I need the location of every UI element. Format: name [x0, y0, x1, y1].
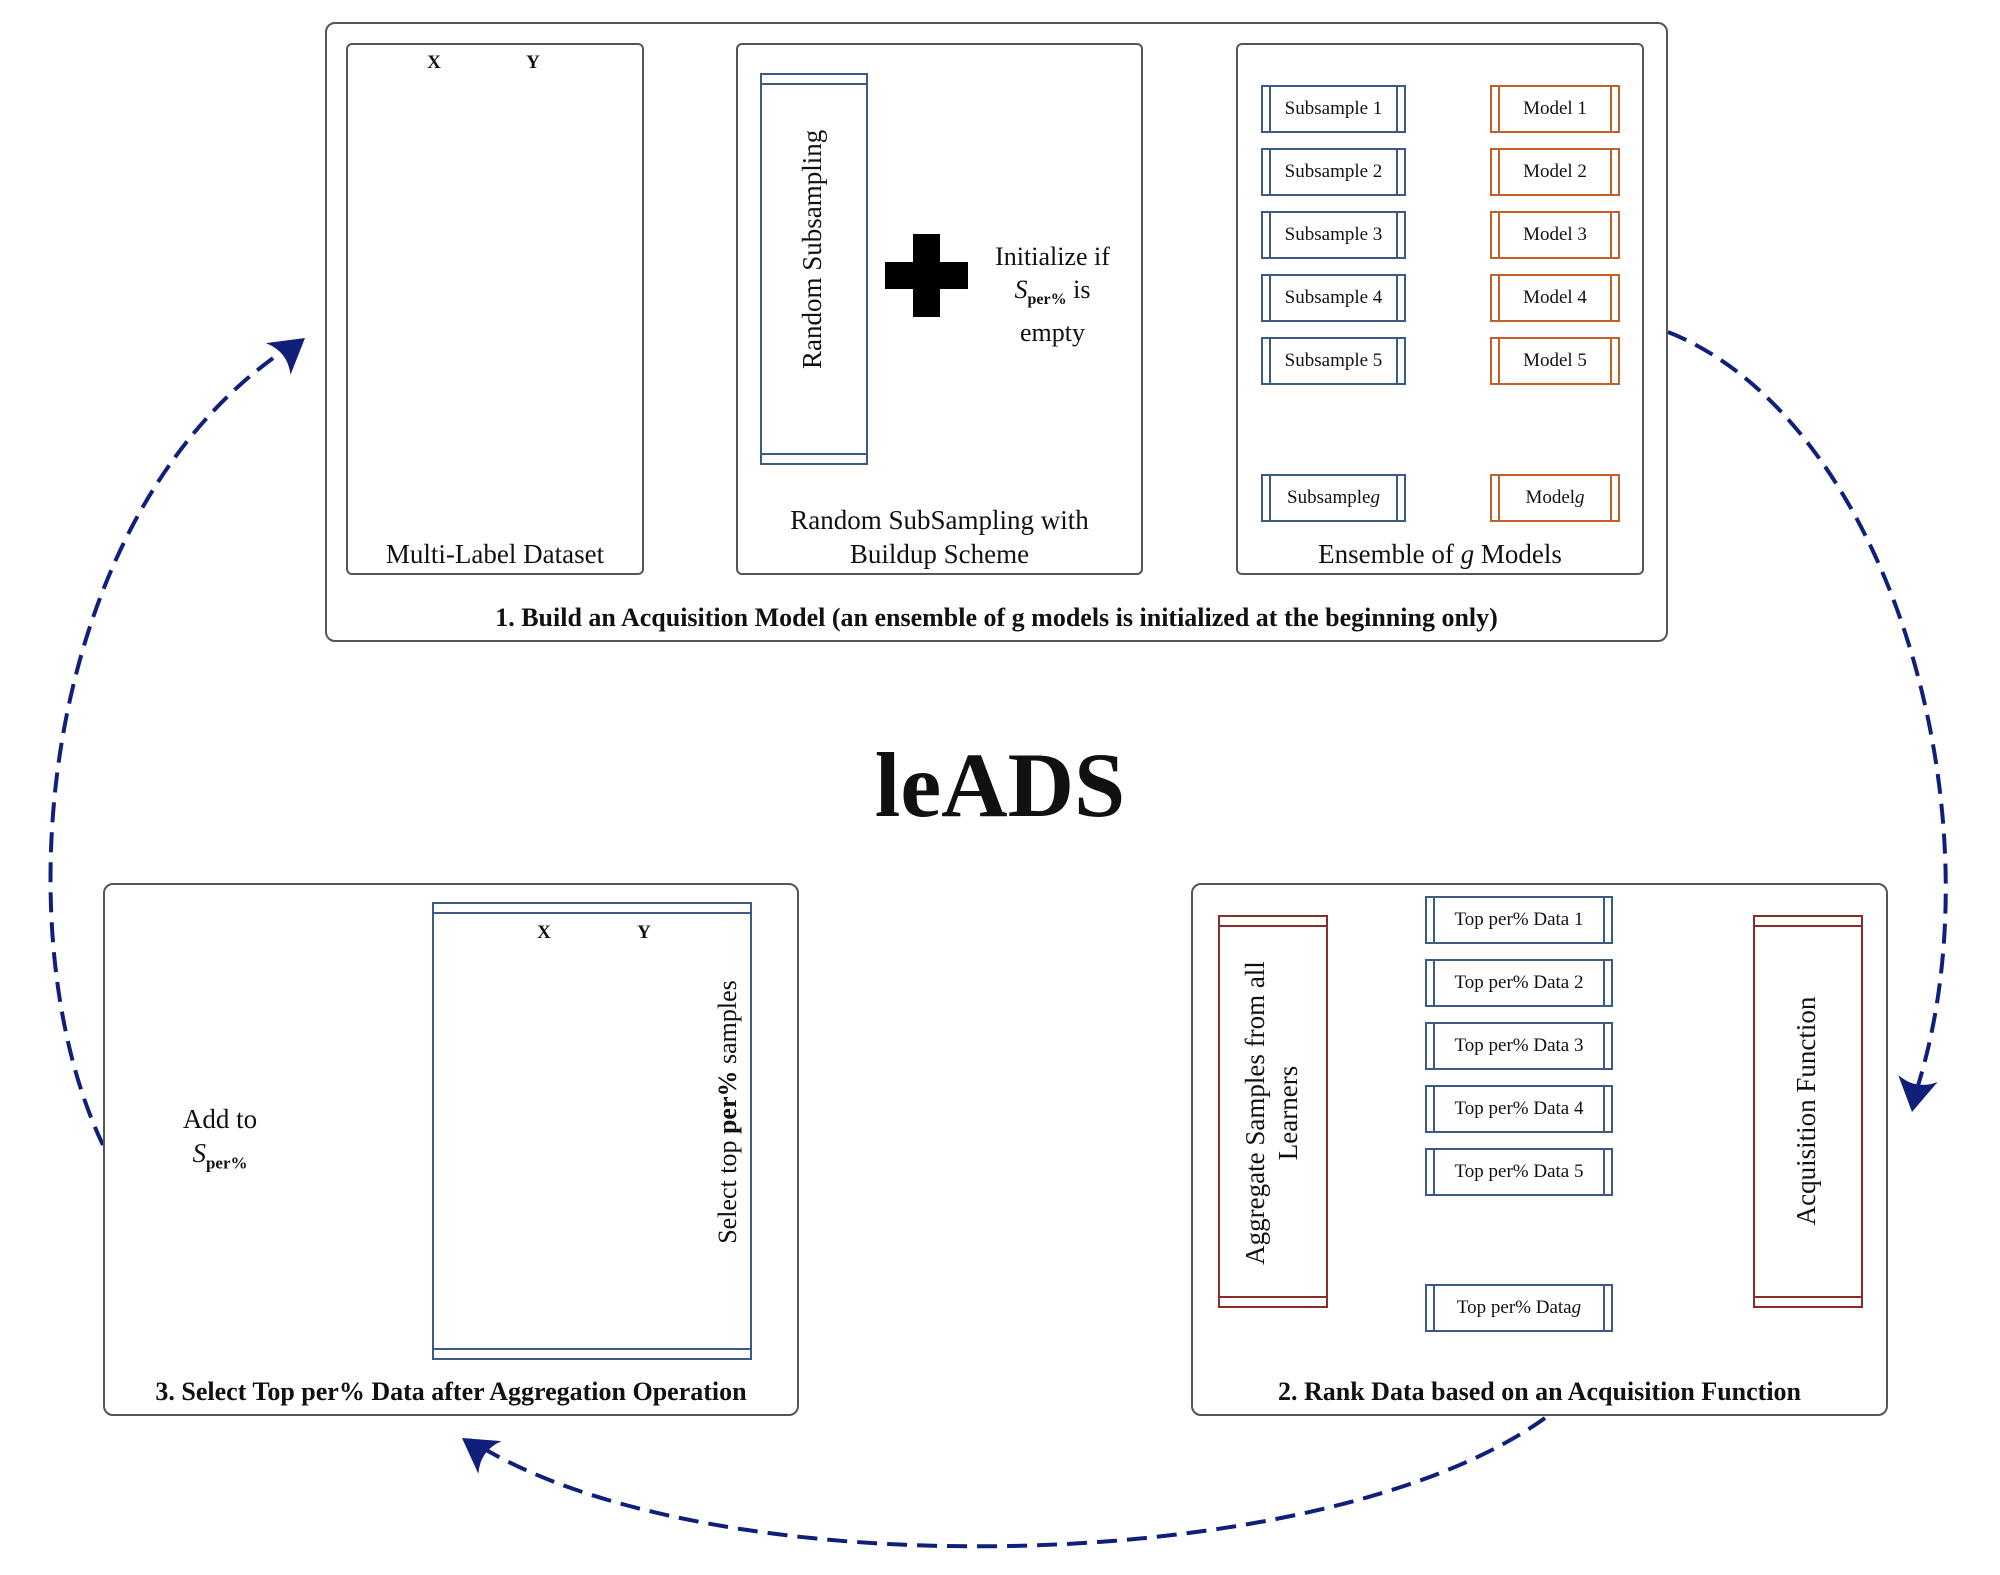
aggregate-bar [1218, 915, 1328, 1308]
multi-label-dataset-caption: Multi-Label Dataset [385, 539, 605, 569]
cycle-arrowhead-p2 [1898, 1075, 1938, 1112]
subsample-box-4-label: Subsample 4 [1284, 287, 1383, 308]
subsample-box-5: Subsample 5 [1261, 337, 1406, 385]
cycle-arrow-p3-to-p1 [48, 338, 302, 1146]
cycle-arrow-p2-to-p3 [468, 1416, 1547, 1549]
model-box-4-label: Model 4 [1523, 287, 1587, 308]
random-subsampling-label: Random Subsampling [797, 129, 827, 369]
subsampling-caption: Random SubSampling with Buildup Scheme [790, 505, 1089, 569]
plus-icon-vertical [913, 234, 940, 317]
ensemble-caption: Ensemble of g Models [1318, 539, 1562, 569]
top-data-box-4-label: Top per% Data 4 [1454, 1098, 1584, 1119]
panel3-caption: 3. Select Top per% Data after Aggregatio… [155, 1377, 747, 1406]
top-data-box-g-label: Top per% Data g [1456, 1297, 1582, 1318]
model-box-3: Model 3 [1490, 211, 1620, 259]
model-box-4: Model 4 [1490, 274, 1620, 322]
model-box-2: Model 2 [1490, 148, 1620, 196]
subsample-box-3: Subsample 3 [1261, 211, 1406, 259]
top-data-box-2-label: Top per% Data 2 [1454, 972, 1584, 993]
cycle-arrowhead-p3 [462, 1438, 502, 1474]
top-data-box-5: Top per% Data 5 [1425, 1148, 1613, 1196]
multi-label-dataset-box [346, 43, 644, 575]
acquisition-bar [1753, 915, 1863, 1308]
leads-title: leADS [874, 734, 1126, 836]
top-data-box-5-label: Top per% Data 5 [1454, 1161, 1584, 1182]
top-data-box-3: Top per% Data 3 [1425, 1022, 1613, 1070]
subsample-box-5-label: Subsample 5 [1284, 350, 1383, 371]
model-box-3-label: Model 3 [1523, 224, 1587, 245]
subsample-box-1: Subsample 1 [1261, 85, 1406, 133]
top-data-box-1-label: Top per% Data 1 [1454, 909, 1584, 930]
column-x-label: X [427, 52, 441, 73]
cycle-arrows [48, 330, 1948, 1549]
aggregate-label: Aggregate Samples from all Learners [1240, 961, 1303, 1265]
top-data-box-2: Top per% Data 2 [1425, 959, 1613, 1007]
model-box-1: Model 1 [1490, 85, 1620, 133]
model-box-1-label: Model 1 [1523, 98, 1587, 119]
cycle-arrowhead-p1 [265, 338, 305, 375]
panel2-caption: 2. Rank Data based on an Acquisition Fun… [1277, 1377, 1802, 1406]
acquisition-function-label: Acquisition Function [1791, 996, 1821, 1226]
random-subsampling-bar [760, 73, 868, 465]
column-y-label: Y [526, 52, 540, 73]
p3-column-x-label: X [537, 922, 551, 943]
top-data-box-1: Top per% Data 1 [1425, 896, 1613, 944]
panel1-caption: 1. Build an Acquisition Model (an ensemb… [495, 603, 1498, 632]
model-box-g-label: Model g [1525, 487, 1585, 508]
arrowhead-shape [265, 338, 305, 375]
top-data-box-4: Top per% Data 4 [1425, 1085, 1613, 1133]
subsample-box-2: Subsample 2 [1261, 148, 1406, 196]
select-top-samples-label: Select top per% samples [713, 980, 742, 1244]
subsample-box-2-label: Subsample 2 [1284, 161, 1383, 182]
subsample-box-3-label: Subsample 3 [1284, 224, 1383, 245]
model-box-g: Model g [1490, 474, 1620, 522]
p3-column-y-label: Y [637, 922, 651, 943]
selected-samples-frame [432, 902, 752, 1360]
top-data-box-3-label: Top per% Data 3 [1454, 1035, 1584, 1056]
arrowhead-shape [462, 1438, 502, 1474]
arrowhead-shape [1898, 1075, 1938, 1112]
model-box-2-label: Model 2 [1523, 161, 1587, 182]
model-box-5: Model 5 [1490, 337, 1620, 385]
model-box-5-label: Model 5 [1523, 350, 1587, 371]
subsample-box-4: Subsample 4 [1261, 274, 1406, 322]
initialize-cylinder-text: Initialize if Sper% is empty [995, 242, 1110, 348]
add-to-cylinder-text: Add to Sper% [182, 1104, 258, 1173]
top-data-box-g: Top per% Data g [1425, 1284, 1613, 1332]
subsample-box-g-label: Subsample g [1287, 487, 1380, 508]
cycle-arrow-p1-to-p2 [1667, 330, 1948, 1096]
subsample-box-1-label: Subsample 1 [1284, 98, 1383, 119]
subsample-box-g: Subsample g [1261, 474, 1406, 522]
